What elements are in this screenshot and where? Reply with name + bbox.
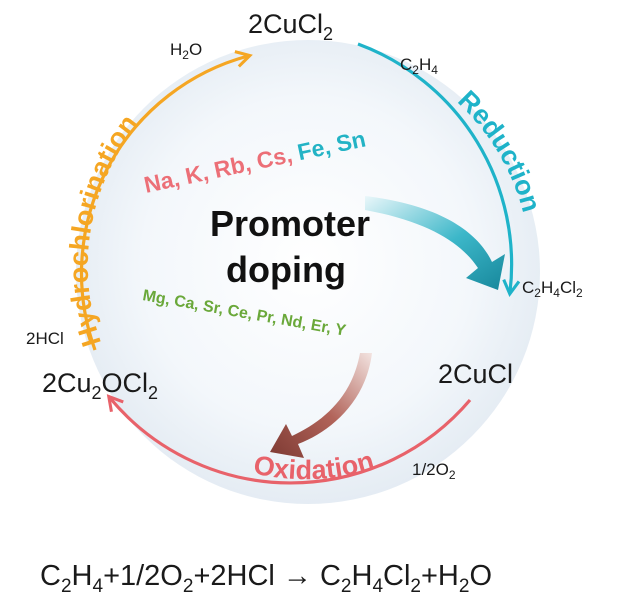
species-cu2ocl2: 2Cu2OCl2: [42, 368, 158, 403]
oxidation-arrow: [106, 394, 472, 485]
center-title-line1: Promoter: [210, 203, 370, 244]
reagent-hcl: 2HCl: [26, 329, 64, 348]
reduction-arrow: [357, 42, 521, 297]
promoter-arrow-teal: [365, 196, 505, 290]
reagent-o2: 1/2O2: [412, 460, 456, 482]
reagent-c2h4cl2: C2H4Cl2: [522, 278, 583, 300]
reagent-h2o: H2O: [170, 40, 202, 62]
reagent-c2h4: C2H4: [400, 55, 438, 77]
species-cucl: 2CuCl: [438, 359, 513, 389]
background-disc: [76, 40, 540, 504]
promoter-arrow-brown: [270, 353, 372, 458]
center-title-line2: doping: [226, 249, 346, 290]
species-cucl2: 2CuCl2: [248, 9, 333, 44]
hydrochlorination-arrow: [79, 50, 253, 351]
overall-equation: C2H4+1/2O2+2HCl → C2H4Cl2+H2O: [40, 560, 492, 597]
